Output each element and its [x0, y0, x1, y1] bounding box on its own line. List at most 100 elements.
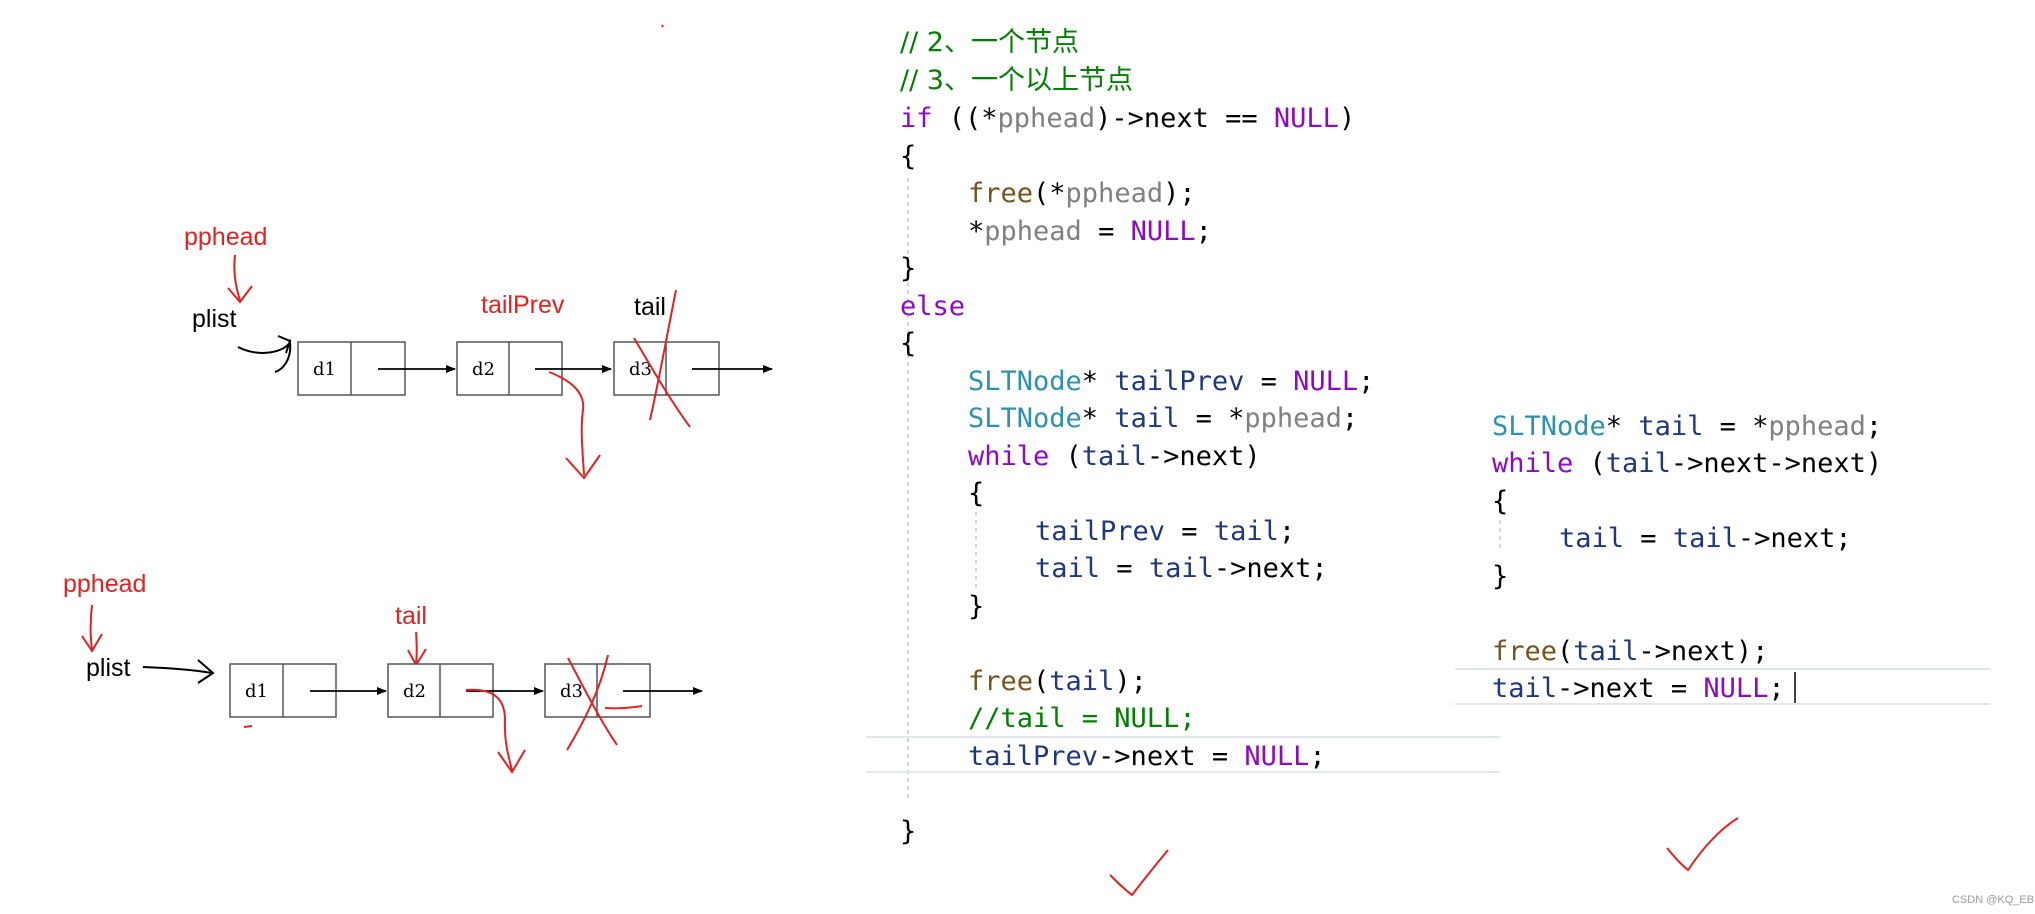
checkmark-alt	[1666, 817, 1739, 872]
tok-keyword: if	[900, 103, 933, 134]
top-node-d1-label: d1	[313, 359, 336, 380]
bottom-tail-arrow	[407, 631, 427, 667]
tok-macro: NULL	[1293, 366, 1358, 397]
tok-punct: ->next;	[1214, 553, 1328, 584]
bottom-node-d1-label: d1	[245, 681, 268, 702]
tok-punct: ->next)	[1147, 441, 1261, 472]
code-while-line: while (tail->next)	[968, 441, 1261, 472]
tok-punct: )->next ==	[1095, 103, 1274, 134]
tok-punct: ->next;	[1738, 523, 1852, 554]
code-else: else	[900, 291, 965, 322]
bottom-pphead-arrow	[81, 604, 103, 653]
tok-punct: =	[1624, 523, 1673, 554]
code-brace-open-1: {	[900, 141, 916, 172]
tok-punct: *	[1606, 411, 1639, 442]
tok-punct: ->next =	[1098, 741, 1244, 772]
alt-free-tail-next: free(tail->next);	[1492, 636, 1768, 667]
top-tailprev-label: tailPrev	[481, 291, 565, 319]
tok-punct: ->next);	[1638, 636, 1768, 667]
top-plist-arrow	[237, 335, 292, 373]
tok-variable: tailPrev	[1035, 516, 1165, 547]
code-decl-tail: SLTNode* tail = *pphead;	[968, 403, 1358, 434]
tok-param: pphead	[1066, 178, 1164, 209]
top-pphead-label: pphead	[184, 223, 267, 251]
tok-punct: ;	[1768, 673, 1784, 704]
tok-punct: (	[1049, 441, 1082, 472]
tok-variable: tail	[1149, 553, 1214, 584]
tok-function: free	[1492, 636, 1557, 667]
code-free-pphead: free(*pphead);	[968, 178, 1196, 209]
tok-punct: ->next->next)	[1671, 448, 1882, 479]
tok-function: free	[968, 178, 1033, 209]
top-node-d3-label: d3	[629, 359, 652, 380]
code-brace-open-3: {	[968, 478, 984, 509]
code-commented-tail-null: //tail = NULL;	[968, 703, 1196, 734]
alt-tail-next-null: tail->next = NULL;	[1492, 673, 1785, 704]
tok-punct: =	[1100, 553, 1149, 584]
top-plist-label: plist	[192, 305, 237, 333]
tok-variable: tail	[1214, 516, 1279, 547]
tok-punct: =	[1165, 516, 1214, 547]
checkmark-main	[1109, 849, 1169, 897]
bottom-redirect-arrow	[465, 688, 526, 774]
tok-punct: (*	[1033, 178, 1066, 209]
tok-punct: ;	[1309, 741, 1325, 772]
tok-type: SLTNode	[968, 403, 1082, 434]
watermark: CSDN @KQ_EB	[1952, 894, 2034, 906]
tok-variable: tail	[1559, 523, 1624, 554]
tok-variable: tailPrev	[968, 741, 1098, 772]
tok-punct: *	[968, 216, 984, 247]
tok-punct: );	[1114, 666, 1147, 697]
bottom-node-d3-label: d3	[560, 681, 583, 702]
code-comment-one-node: // 2、一个节点	[900, 27, 1079, 58]
tok-punct: (	[1557, 636, 1573, 667]
tok-param: pphead	[998, 103, 1096, 134]
code-brace-open-2: {	[900, 328, 916, 359]
tok-param: pphead	[984, 216, 1082, 247]
tok-variable: tail	[1035, 553, 1100, 584]
tok-variable: tail	[1082, 441, 1147, 472]
bottom-pphead-label: pphead	[63, 570, 146, 598]
code-if-line: if ((*pphead)->next == NULL)	[900, 103, 1355, 134]
code-loop-assign-tailprev: tailPrev = tail;	[1035, 516, 1295, 547]
alt-brace-open: {	[1492, 486, 1508, 517]
tok-type: SLTNode	[968, 366, 1082, 397]
tok-variable: tail	[1492, 673, 1557, 704]
code-brace-close-1: }	[900, 253, 916, 284]
tok-punct: = *	[1179, 403, 1244, 434]
tok-macro: NULL	[1131, 216, 1196, 247]
tok-macro: NULL	[1244, 741, 1309, 772]
tok-macro: NULL	[1274, 103, 1339, 134]
code-pphead-null: *pphead = NULL;	[968, 216, 1212, 247]
tok-variable: tail	[1606, 448, 1671, 479]
bottom-linked-list-diagram: pphead plist tail d1 d2 d3	[63, 570, 703, 774]
top-d3-cross-mark	[633, 289, 691, 428]
code-alt-panel: SLTNode* tail = *pphead; while (tail->ne…	[1455, 411, 1990, 872]
tok-punct: ;	[1196, 216, 1212, 247]
tok-punct: *	[1082, 403, 1115, 434]
code-free-tail: free(tail);	[968, 666, 1147, 697]
tok-punct: =	[1244, 366, 1293, 397]
stray-red-dot	[661, 24, 664, 28]
bottom-d3-cross-mark	[566, 654, 643, 751]
tok-punct: (	[1573, 448, 1606, 479]
tok-variable: tailPrev	[1114, 366, 1244, 397]
tok-punct: *	[1082, 366, 1115, 397]
top-tail-label: tail	[634, 293, 666, 321]
code-decl-tailprev: SLTNode* tailPrev = NULL;	[968, 366, 1374, 397]
tok-variable: tail	[1114, 403, 1179, 434]
bottom-stray-mark	[243, 725, 253, 728]
tok-param: pphead	[1244, 403, 1342, 434]
alt-while-line: while (tail->next->next)	[1492, 448, 1882, 479]
tok-variable: tail	[1573, 636, 1638, 667]
code-brace-close-3: }	[968, 591, 984, 622]
code-loop-advance-tail: tail = tail->next;	[1035, 553, 1328, 584]
tok-punct: ;	[1358, 366, 1374, 397]
tok-punct: =	[1082, 216, 1131, 247]
bottom-tail-label: tail	[395, 602, 427, 630]
alt-decl-tail: SLTNode* tail = *pphead;	[1492, 411, 1882, 442]
alt-loop-advance-tail: tail = tail->next;	[1559, 523, 1852, 554]
top-linked-list-diagram: pphead plist tailPrev tail d1 d2 d3	[184, 223, 773, 480]
tok-punct: ;	[1342, 403, 1358, 434]
tok-punct: )	[1339, 103, 1355, 134]
